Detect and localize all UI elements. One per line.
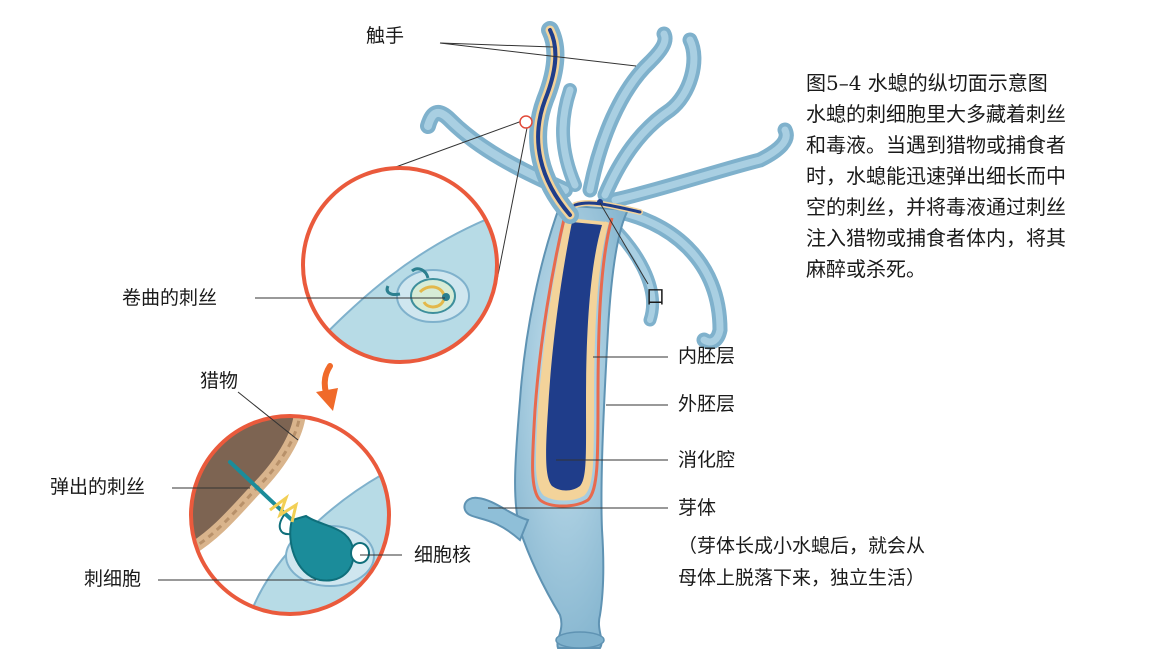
zoom-origin-marker [519, 115, 533, 129]
leader-lines [158, 42, 668, 581]
gastric-cavity [546, 222, 602, 491]
label-gut-cavity: 消化腔 [678, 449, 736, 471]
front-tentacle [529, 21, 579, 224]
zoom-circle-coiled [301, 166, 499, 364]
label-fired-thread: 弹出的刺丝 [50, 476, 146, 498]
caption-line: 空的刺丝，并将毒液通过刺丝 [806, 195, 1066, 219]
bud-note-line: （芽体长成小水螅后，就会从 [678, 535, 926, 557]
label-endoderm: 内胚层 [678, 345, 736, 367]
down-arrow [316, 363, 338, 411]
label-coiled-thread: 卷曲的刺丝 [122, 287, 218, 309]
bud [463, 496, 530, 542]
hydra-body [420, 21, 794, 649]
tentacles [420, 26, 794, 350]
bud-note: （芽体长成小水螅后，就会从 母体上脱落下来，独立生活） [678, 530, 925, 594]
label-mouth: 口 [646, 286, 666, 308]
caption-line: 注入猎物或捕食者体内，将其 [806, 226, 1066, 250]
caption-line: 水螅的刺细胞里大多藏着刺丝 [806, 102, 1066, 126]
caption-line: 时，水螅能迅速弹出细长而中 [806, 164, 1066, 188]
label-nucleus: 细胞核 [414, 544, 472, 566]
label-cnidocyte: 刺细胞 [84, 568, 142, 590]
label-tentacle: 触手 [366, 25, 405, 47]
caption-line: 和毒液。当遇到猎物或捕食者 [806, 133, 1066, 157]
caption-title: 图5–4 水螅的纵切面示意图 [806, 71, 1048, 95]
label-ectoderm: 外胚层 [678, 393, 736, 415]
bud-note-line: 母体上脱落下来，独立生活） [678, 567, 926, 589]
figure-caption: 图5–4 水螅的纵切面示意图 水螅的刺细胞里大多藏着刺丝 和毒液。当遇到猎物或捕… [806, 68, 1126, 285]
label-prey: 猎物 [200, 370, 239, 392]
caption-line: 麻醉或杀死。 [806, 257, 926, 281]
zoom-connectors [392, 120, 528, 281]
zoom-circle-fired [189, 414, 391, 616]
label-bud: 芽体 [678, 497, 717, 519]
